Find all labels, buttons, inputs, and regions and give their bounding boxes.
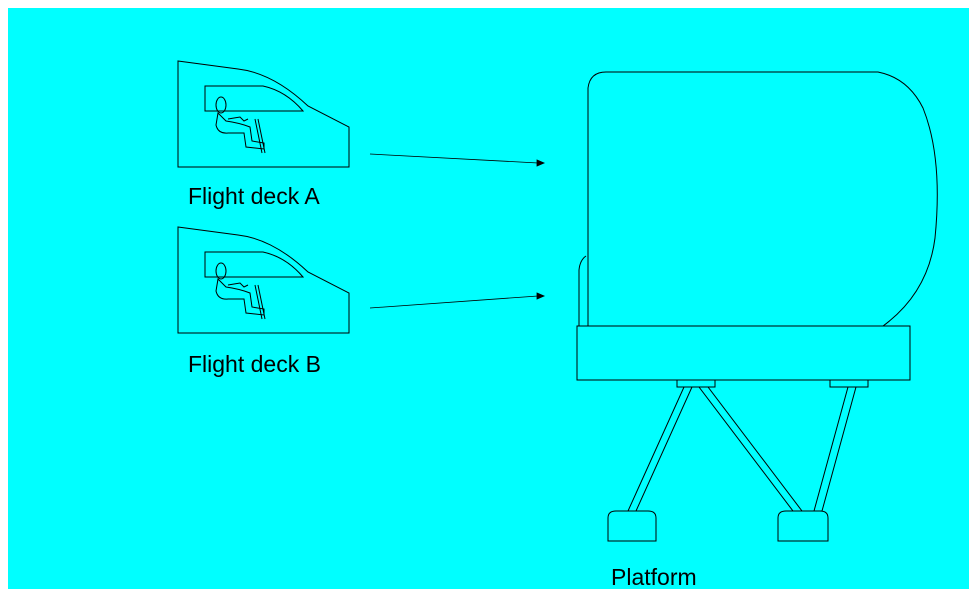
pilot-icon (215, 262, 266, 320)
background (8, 8, 969, 589)
cockpit-outline (177, 60, 350, 168)
actuator-mount-left (676, 379, 716, 388)
platform-foot-right (777, 510, 829, 542)
diagram-svg (8, 8, 969, 589)
flight-deck-a-label: Flight deck A (188, 183, 320, 209)
pilot-icon (215, 96, 266, 154)
cockpit-window (204, 251, 305, 278)
diagram-canvas: Flight deck A Flight deck B Platform (8, 8, 969, 589)
cockpit-window (204, 85, 305, 112)
simulator-cabin (587, 71, 938, 327)
flight-deck-a-cockpit (177, 60, 350, 168)
cockpit-outline (177, 226, 350, 334)
motion-base-deck (576, 325, 911, 381)
arrow-b (369, 292, 546, 309)
simulator-back-step (578, 255, 588, 327)
flight-deck-b-cockpit (177, 226, 350, 334)
platform-foot-left (607, 510, 657, 542)
simulator (576, 71, 938, 542)
platform-label: Platform (611, 564, 697, 589)
arrow-a (369, 153, 546, 167)
flight-deck-b-label: Flight deck B (188, 351, 321, 377)
